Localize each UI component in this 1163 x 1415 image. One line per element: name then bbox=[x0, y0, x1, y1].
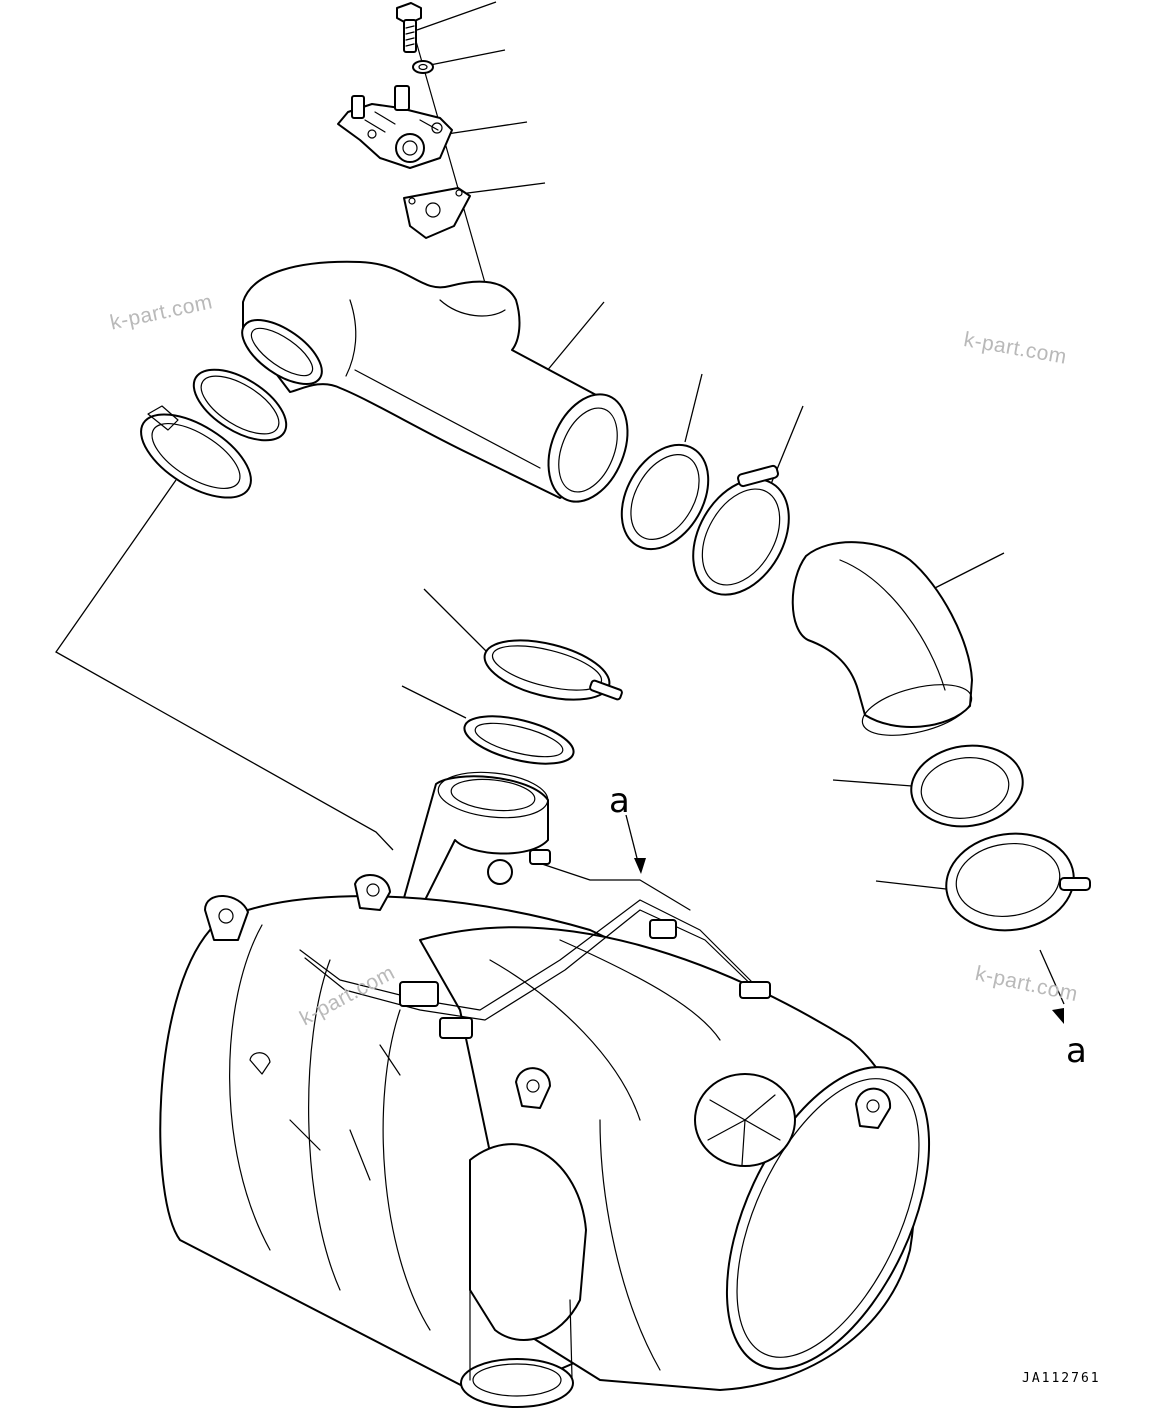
muffler-assembly-icon bbox=[159, 771, 931, 1408]
bolt-icon bbox=[396, 2, 422, 53]
sensor-bracket-icon bbox=[337, 85, 453, 169]
gasket-icon bbox=[463, 715, 575, 765]
gasket-icon bbox=[192, 368, 288, 442]
leader-lines bbox=[55, 1, 1065, 1005]
drawing-code: JA112761 bbox=[1022, 1371, 1101, 1386]
washer-icon bbox=[412, 60, 434, 74]
mounting-plate-icon bbox=[403, 187, 471, 239]
v-band-clamp-icon bbox=[140, 405, 252, 499]
callout-arrow-upper bbox=[625, 814, 646, 874]
bend-pipe-icon bbox=[791, 541, 973, 736]
gasket-icon bbox=[620, 443, 710, 551]
callout-label-lower: a bbox=[1066, 1031, 1087, 1071]
v-band-clamp-icon bbox=[945, 832, 1091, 932]
v-band-clamp-icon bbox=[692, 464, 790, 596]
elbow-pipe-icon bbox=[241, 260, 629, 503]
callout-label-upper: a bbox=[609, 781, 630, 821]
v-band-clamp-icon bbox=[483, 639, 623, 701]
callout-arrow-lower bbox=[1052, 1008, 1064, 1024]
gasket-icon bbox=[910, 744, 1024, 828]
